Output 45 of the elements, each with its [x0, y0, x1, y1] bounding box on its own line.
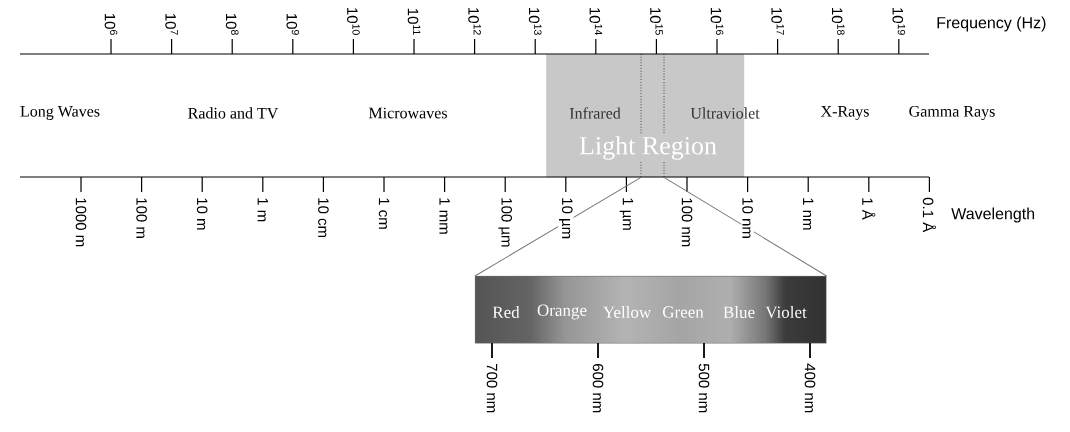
wavelength-value: 1 m	[256, 196, 269, 224]
wavelength-value: 1 µm	[618, 196, 635, 232]
frequency-value: 10$^{8}$	[225, 13, 239, 35]
band-name: Long Waves	[20, 106, 100, 120]
band-name: Gamma Rays	[909, 106, 995, 120]
axis-title: Frequency (Hz)	[937, 16, 1046, 32]
wavelength-value: 1 mm	[438, 196, 451, 236]
frequency-value: 10$^{10}$	[347, 8, 360, 35]
frequency-value: 10$^{6}$	[104, 13, 118, 35]
axis-title: Wavelength	[951, 207, 1035, 223]
wavelength-value: 1 cm	[377, 196, 391, 231]
frequency-value: 10$^{9}$	[286, 13, 300, 35]
band-name: Infrared	[569, 107, 621, 119]
wavelength-value: 100 nm	[680, 196, 694, 249]
frequency-value: 10$^{19}$	[892, 8, 906, 35]
wavelength-value: 100 µm	[497, 196, 513, 249]
wavelength-value: 600 nm	[592, 363, 604, 413]
wavelength-value: 700 nm	[486, 363, 498, 413]
wavelength-value: 400 nm	[804, 363, 816, 413]
wavelength-value: 500 nm	[698, 363, 710, 413]
zoom-line	[474, 176, 642, 277]
frequency-value: 10$^{13}$	[528, 8, 542, 35]
wavelength-value: 10 nm	[741, 196, 754, 240]
band-name: Ultraviolet	[690, 107, 760, 119]
frequency-value: 10$^{11}$	[407, 8, 421, 35]
wavelength-value: 0.1 Å	[921, 196, 938, 234]
zoom-line	[663, 176, 828, 277]
wavelength-value: 100 m	[135, 196, 148, 240]
wavelength-value: 10 cm	[317, 196, 330, 240]
frequency-value: 10$^{12}$	[468, 8, 481, 35]
band-name: X-Rays	[820, 106, 869, 120]
frequency-value: 10$^{15}$	[650, 8, 663, 35]
wavelength-value: 1 Å	[861, 196, 877, 221]
wavelength-value: 1000 m	[74, 196, 88, 249]
frequency-value: 10$^{16}$	[710, 8, 724, 35]
band-name: Radio and TV	[188, 107, 279, 119]
frequency-value: 10$^{7}$	[165, 13, 178, 35]
wavelength-value: 10 µm	[558, 196, 574, 241]
frequency-value: 10$^{14}$	[589, 8, 603, 35]
band-name: Microwaves	[368, 107, 447, 119]
frequency-value: 10$^{17}$	[771, 8, 784, 35]
spectrum-bar: Red Orange Yellow Green Blue Violet	[475, 276, 827, 344]
frequency-value: 10$^{18}$	[831, 8, 845, 35]
wavelength-value: 10 m	[195, 196, 209, 232]
wavelength-value: 1 nm	[802, 196, 815, 232]
